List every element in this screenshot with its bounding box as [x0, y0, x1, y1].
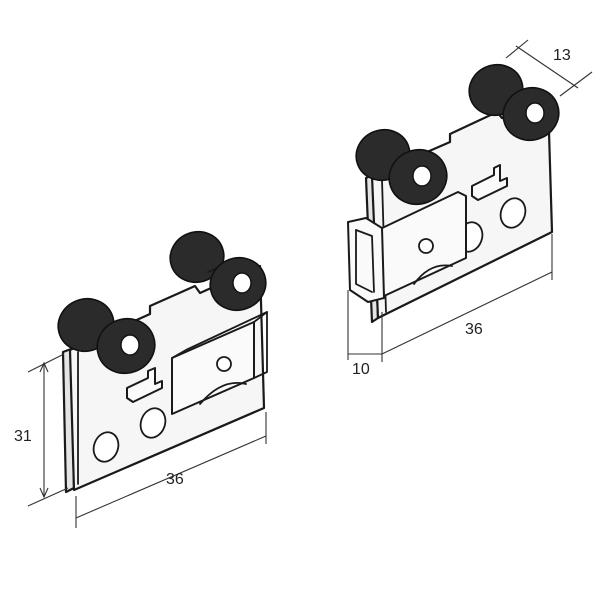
- right-hanger: [347, 63, 560, 324]
- right-width-dimension: 36: [381, 234, 553, 362]
- left-width-dimension: 36: [75, 412, 267, 528]
- right-thickness-label: 10: [352, 361, 370, 378]
- left-hanger: [57, 230, 268, 494]
- right-hook-tab: [471, 164, 508, 201]
- left-front-wheel-2-hub: [232, 272, 252, 294]
- left-height-dimension: 31: [14, 353, 69, 507]
- left-plate: [68, 264, 266, 492]
- left-height-label: 31: [14, 428, 32, 445]
- left-plate-hole-2: [139, 407, 167, 439]
- right-side-clamp: [347, 217, 385, 303]
- left-hook-tab: [126, 367, 163, 403]
- right-plate-hole-2: [499, 197, 527, 229]
- left-front-wheel-1-hub: [120, 334, 140, 356]
- right-depth-label: 13: [553, 47, 571, 64]
- right-front-wheel-1-hub: [412, 165, 432, 187]
- left-width-label: 36: [166, 471, 184, 488]
- left-plate-hole-1: [92, 431, 120, 463]
- right-front-wheel-2-hub: [525, 102, 545, 124]
- right-depth-dimension: 13: [505, 39, 593, 97]
- right-width-label: 36: [465, 321, 483, 338]
- left-rear-wheel-2: [169, 230, 225, 284]
- right-thickness-dimension: 10: [347, 290, 382, 378]
